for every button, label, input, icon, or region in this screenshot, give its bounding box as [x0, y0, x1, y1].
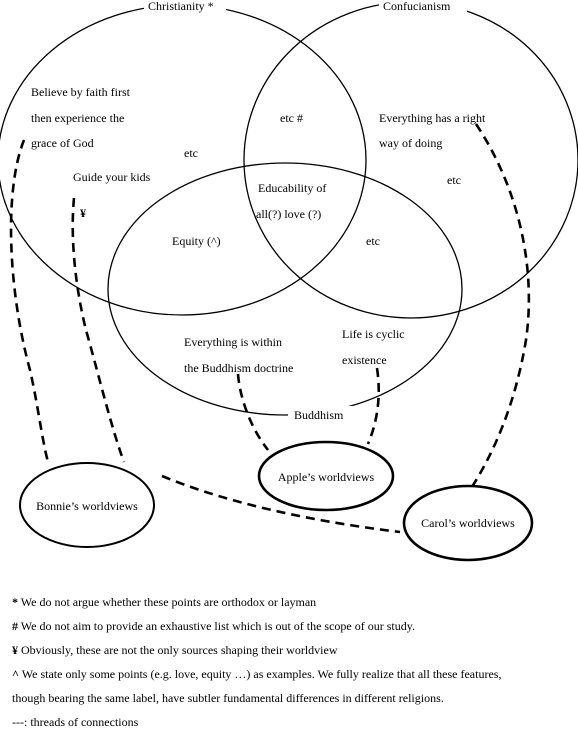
thread-bonnie-to-carol	[161, 474, 401, 534]
believe-label-line2: then experience the	[31, 111, 124, 125]
thread-believe-to-bonnie	[9, 139, 50, 463]
equity-label: Equity (^)	[172, 234, 221, 248]
bonnie-worldview-ellipse	[19, 462, 155, 548]
etc-christianity-label: etc	[184, 146, 198, 160]
bonnie-worldview-label: Bonnie’s worldviews	[36, 499, 138, 513]
within-doctrine-label-line1: Everything is within	[184, 335, 282, 349]
believe-label-line1: Believe by faith first	[31, 85, 131, 99]
carol-worldview-ellipse	[402, 484, 534, 562]
educability-label-line1: Educability of	[258, 181, 326, 195]
footnote-hash: # We do not aim to provide an exhaustive…	[12, 619, 415, 633]
apple-worldview-label: Apple’s worldviews	[278, 470, 375, 484]
confucianism-title: Confucianism	[383, 0, 451, 13]
thread-cyclic-to-apple	[366, 367, 380, 445]
cyclic-label-line1: Life is cyclic	[342, 327, 405, 341]
guide-kids-label: Guide your kids	[73, 170, 151, 184]
cyclic-label-line2: existence	[342, 353, 387, 367]
christianity-circle	[0, 4, 367, 316]
right-way-label-line2: way of doing	[379, 136, 442, 150]
thread-guide-to-bonnie	[71, 197, 126, 463]
yen-mark: ¥	[80, 206, 86, 220]
etc-top-overlap-label: etc #	[280, 111, 303, 125]
believe-label-line3: grace of God	[31, 136, 94, 150]
buddhism-title: Buddhism	[294, 408, 344, 422]
footnote-caret-continued: though bearing the same label, have subt…	[12, 691, 444, 705]
etc-confucianism-label: etc	[447, 173, 461, 187]
etc-buddhism-right-label: etc	[366, 234, 380, 248]
apple-worldview-ellipse	[257, 440, 395, 512]
thread-rightway-to-carol	[468, 123, 531, 491]
footnote-caret: ^ We state only some points (e.g. love, …	[12, 667, 502, 681]
footnote-asterisk: * We do not argue whether these points a…	[12, 595, 317, 609]
educability-label-line2: all(?) love (?)	[256, 207, 321, 221]
right-way-label-line1: Everything has a right	[379, 111, 486, 125]
christianity-title: Christianity *	[148, 0, 214, 13]
within-doctrine-label-line2: the Buddhism doctrine	[184, 361, 293, 375]
buddhism-circle	[107, 162, 463, 416]
footnote-threads: ---: threads of connections	[12, 715, 139, 729]
carol-worldview-label: Carol’s worldviews	[421, 516, 515, 530]
footnote-yen: ¥ Obviously, these are not the only sour…	[12, 643, 338, 657]
venn-diagram: Christianity * Confucianism Buddhism Bel…	[0, 0, 578, 562]
thread-doctrine-to-apple	[236, 373, 270, 451]
